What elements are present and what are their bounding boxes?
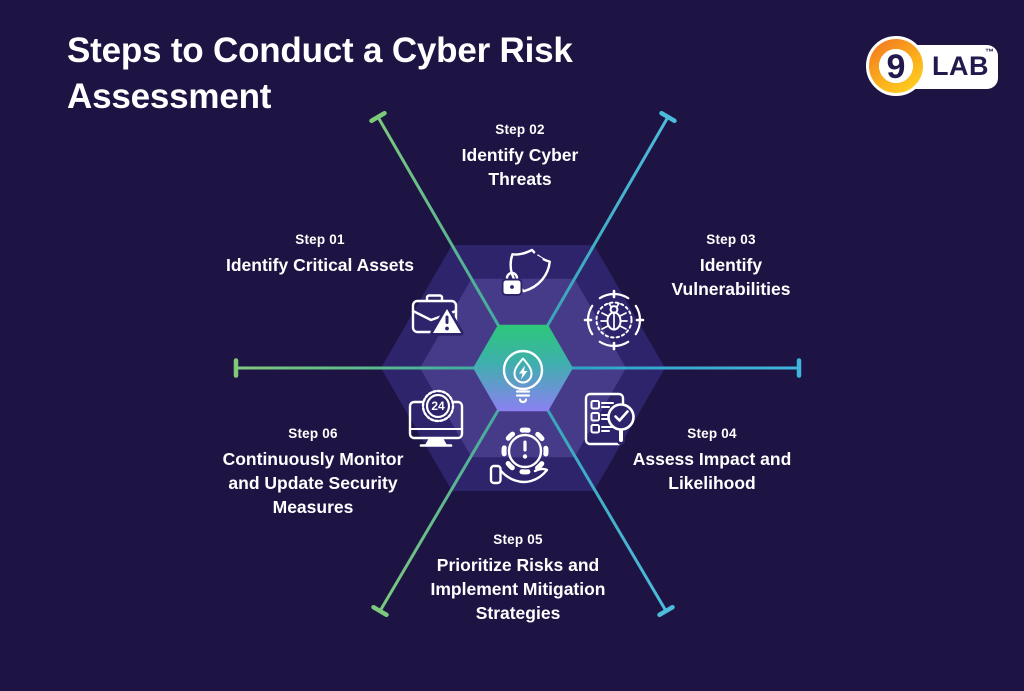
briefcase-warning-icon [411, 294, 464, 336]
badge-24-label: 24 [431, 399, 445, 413]
step-title: Identify Cyber Threats [461, 145, 579, 189]
trademark-symbol: ™ [985, 47, 994, 57]
lightbulb-energy-icon [502, 349, 544, 404]
step-number: Step 05 [493, 532, 543, 547]
step-number: Step 02 [495, 122, 545, 137]
step-title: Prioritize Risks and Implement Mitigatio… [430, 555, 606, 623]
logo-emblem: 9 [866, 36, 926, 96]
brand-logo: LAB ™ 9 [866, 34, 1006, 100]
step-03-label: Step 03 Identify Vulnerabilities [646, 232, 816, 302]
step-05-label: Step 05 Prioritize Risks and Implement M… [416, 532, 621, 625]
logo-digit: 9 [886, 47, 906, 86]
step-number: Step 03 [706, 232, 756, 247]
step-title: Identify Vulnerabilities [671, 255, 791, 299]
step-04-label: Step 04 Assess Impact and Likelihood [615, 426, 810, 496]
broken-shield-lock-icon [501, 248, 551, 296]
center-hexagon [473, 324, 573, 412]
logo-text: LAB [932, 51, 989, 81]
step-number: Step 01 [295, 232, 345, 247]
line-end-ticks [233, 110, 802, 618]
step-01-label: Step 01 Identify Critical Assets [225, 232, 415, 278]
checklist-magnifier-icon [584, 392, 635, 446]
gear-alert-hand-icon [489, 427, 549, 485]
step-title: Assess Impact and Likelihood [632, 449, 792, 493]
step-number: Step 04 [687, 426, 737, 441]
bug-target-icon [583, 289, 645, 351]
step-02-label: Step 02 Identify Cyber Threats [440, 122, 600, 192]
page-title: Steps to Conduct a Cyber Risk Assessment [67, 31, 573, 117]
step-06-label: Step 06 Continuously Monitor and Update … [207, 426, 419, 519]
step-title: Continuously Monitor and Update Security… [222, 449, 404, 517]
step-title: Identify Critical Assets [225, 255, 415, 275]
step-number: Step 06 [288, 426, 338, 441]
monitor-24-icon: 24 [408, 389, 464, 447]
